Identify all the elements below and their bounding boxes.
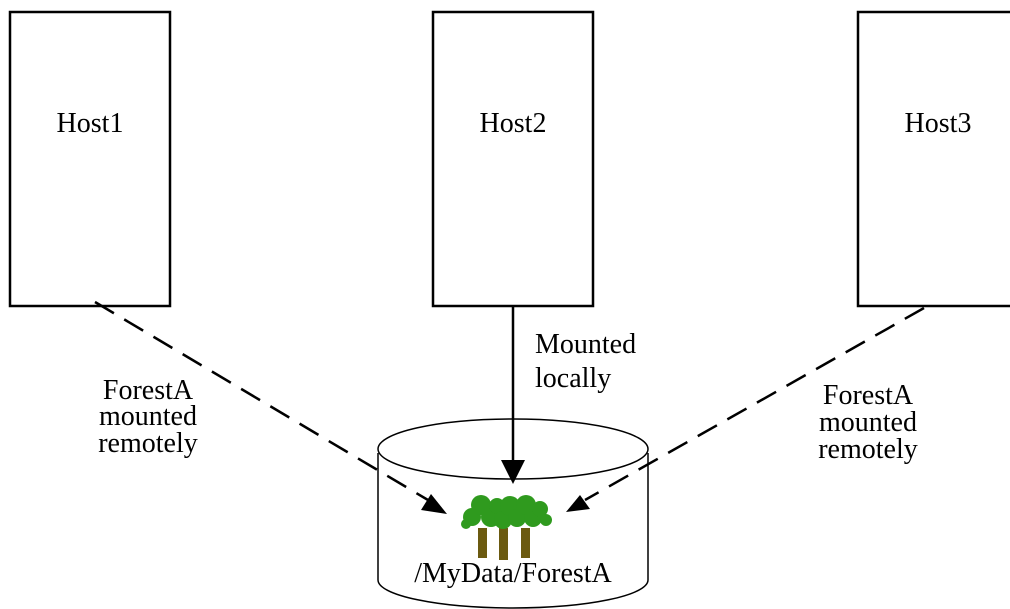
right-dashed-line (584, 306, 925, 502)
left-connection-label: ForestA mounted remotely (98, 375, 198, 459)
center-label-line-2: locally (535, 363, 611, 394)
center-connection-label: Mounted locally (535, 329, 636, 394)
center-label-line-1: Mounted (535, 329, 636, 360)
right-connection (566, 306, 925, 512)
host-2-label: Host2 (480, 108, 547, 139)
tree-trunk-2 (499, 528, 508, 560)
cylinder-body (377, 453, 649, 609)
center-connection (501, 306, 525, 484)
host-3-box (856, 10, 1010, 308)
left-dashed-line (94, 300, 429, 502)
host-2-box (431, 10, 595, 308)
right-label-line-3: remotely (818, 434, 918, 465)
forest-icon (461, 495, 552, 560)
host-1-box (8, 10, 172, 308)
right-arrowhead (566, 495, 590, 512)
tree-foliage (461, 495, 552, 529)
storage-label: /MyData/ForestA (414, 558, 612, 589)
center-arrowhead (501, 460, 525, 484)
right-label-line-2: mounted (819, 407, 917, 438)
tree-trunk-1 (478, 528, 487, 558)
left-arrowhead (421, 494, 447, 514)
tree-trunk-3 (521, 528, 530, 558)
host-3: Host3 (856, 10, 1010, 308)
left-label-line-1: ForestA (103, 375, 194, 406)
host-1: Host1 (8, 10, 172, 308)
left-label-line-3: remotely (98, 428, 198, 459)
right-connection-label: ForestA mounted remotely (818, 380, 918, 465)
host-2: Host2 (431, 10, 595, 308)
host-3-label: Host3 (905, 108, 972, 139)
left-connection (94, 300, 447, 514)
right-label-line-1: ForestA (823, 380, 914, 411)
left-label-line-2: mounted (99, 401, 197, 432)
host-1-label: Host1 (57, 108, 124, 139)
